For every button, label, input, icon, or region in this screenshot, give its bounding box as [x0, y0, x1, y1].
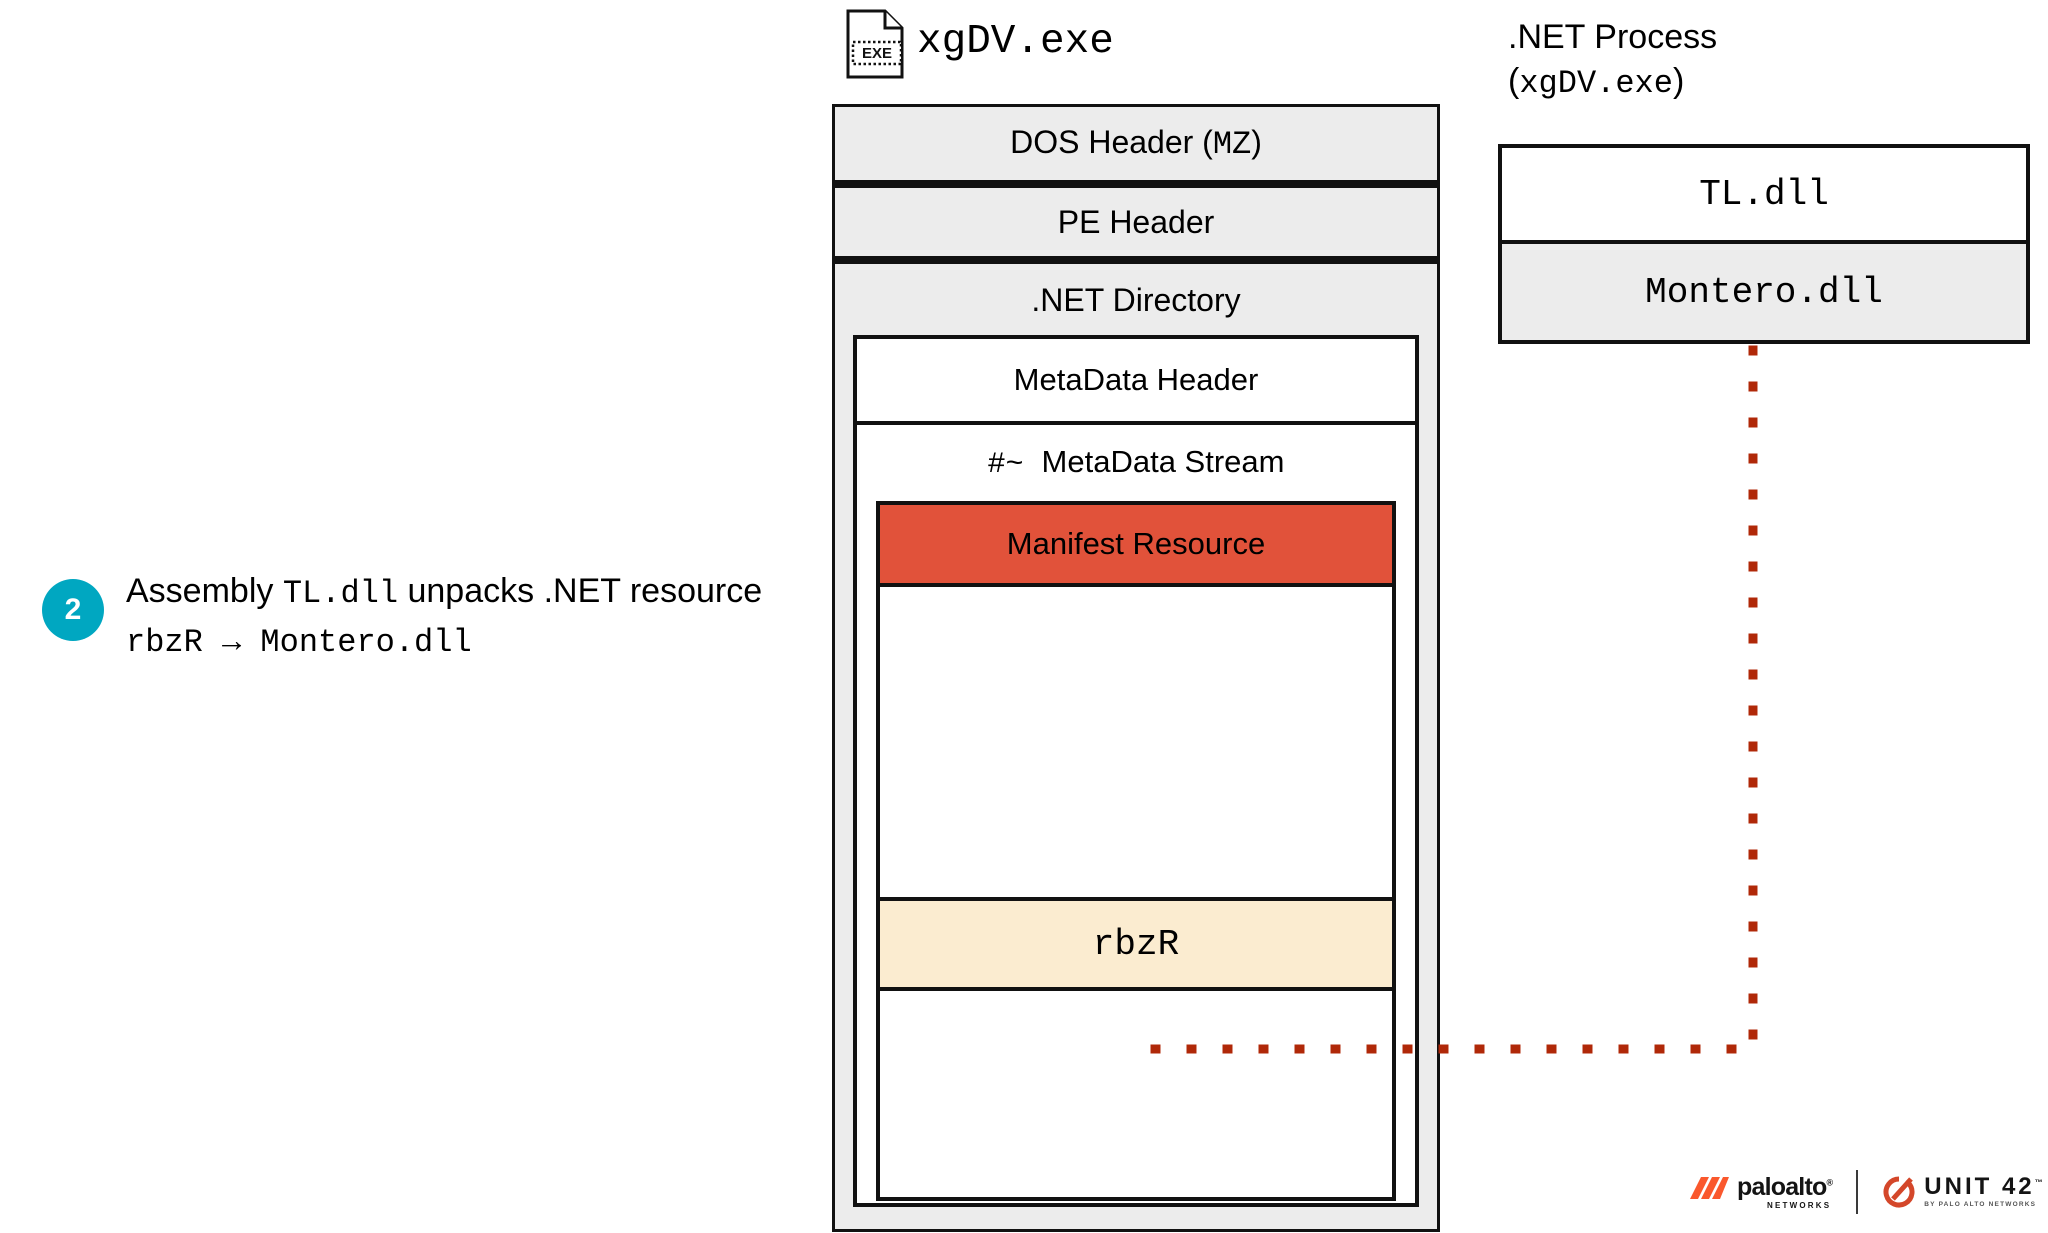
dos-header-mz: MZ	[1212, 126, 1252, 163]
unit42-mark-icon	[1883, 1176, 1915, 1208]
annotation-mono-montero-dll: Montero.dll	[260, 624, 472, 662]
paloalto-sub: NETWORKS	[1767, 1200, 1832, 1210]
process-title-line2: (xgDV.exe)	[1508, 61, 1685, 102]
process-title-exe-name: xgDV.exe	[1519, 64, 1673, 102]
net-directory-inner-block: MetaData Header #~ MetaData Stream Manif…	[853, 335, 1419, 1207]
metadata-header-label: MetaData Header	[1013, 362, 1259, 397]
paloalto-mark-icon	[1690, 1177, 1729, 1199]
paloalto-wordmark: paloalto® NETWORKS	[1737, 1172, 1833, 1210]
metadata-stream-hash-label: #~	[987, 448, 1024, 482]
pe-header-label: PE Header	[1057, 203, 1215, 240]
pe-row-dos-header: DOS Header (MZ)	[835, 107, 1437, 184]
process-module-montero-dll: Montero.dll	[1502, 244, 2026, 340]
resource-rbzr-row: rbzR	[880, 901, 1392, 991]
metadata-stream-label: MetaData Stream	[1041, 444, 1285, 479]
annotation-mono-rbzr: rbzR	[126, 624, 203, 662]
manifest-resource-block: Manifest Resource rbzR	[876, 501, 1396, 1201]
manifest-resource-label: Manifest Resource	[1006, 526, 1266, 561]
unit42-wordmark: UNIT 42™ BY PALO ALTO NETWORKS	[1924, 1175, 2042, 1209]
pe-file-structure-container: DOS Header (MZ) PE Header .NET Directory…	[832, 104, 1440, 1232]
unit42-name: UNIT 42™	[1924, 1173, 2043, 1201]
pe-row-pe-header: PE Header	[835, 184, 1437, 260]
annotation-step-2: 2 Assembly TL.dll unpacks .NET resource …	[42, 567, 766, 666]
unit42-sub: BY PALO ALTO NETWORKS	[1924, 1201, 2037, 1209]
net-directory-label: .NET Directory	[1031, 282, 1241, 318]
dos-header-label: DOS Header (MZ)	[1010, 124, 1262, 163]
manifest-empty-row-upper	[880, 587, 1392, 901]
manifest-resource-row: Manifest Resource	[880, 505, 1392, 587]
resource-rbzr-label: rbzR	[1092, 923, 1180, 965]
footer-logos: paloalto® NETWORKS UNIT 42™ BY PALO ALTO…	[1688, 1170, 2043, 1214]
process-title-line1: .NET Process	[1508, 18, 1718, 56]
logo-divider	[1856, 1170, 1859, 1214]
process-module-tl-label: TL.dll	[1699, 173, 1829, 215]
pe-row-net-directory: .NET Directory	[835, 260, 1437, 337]
paloalto-name: paloalto®	[1737, 1172, 1833, 1201]
annotation-text: Assembly TL.dll unpacks .NET resource rb…	[126, 572, 763, 662]
process-module-tl-dll: TL.dll	[1502, 148, 2026, 244]
paloalto-networks-logo: paloalto® NETWORKS	[1688, 1172, 1833, 1210]
process-modules-box: TL.dll Montero.dll	[1498, 144, 2030, 344]
process-panel-title: .NET Process (xgDV.exe)	[1508, 16, 1717, 104]
annotation-arrow: →	[202, 624, 261, 662]
manifest-empty-row-lower	[880, 991, 1392, 1197]
annotation-mono-tl-dll: TL.dll	[282, 575, 399, 612]
exe-badge-text: EXE	[862, 45, 892, 62]
file-label: EXE xgDV.exe	[845, 8, 1114, 80]
metadata-header-row: MetaData Header	[857, 339, 1415, 425]
file-name-label: xgDV.exe	[917, 18, 1114, 65]
exe-file-icon: EXE	[846, 9, 904, 79]
process-module-montero-label: Montero.dll	[1645, 271, 1883, 313]
metadata-stream-row: #~ MetaData Stream	[857, 425, 1415, 501]
unit42-logo: UNIT 42™ BY PALO ALTO NETWORKS	[1882, 1175, 2043, 1209]
step-number-badge: 2	[42, 579, 104, 641]
